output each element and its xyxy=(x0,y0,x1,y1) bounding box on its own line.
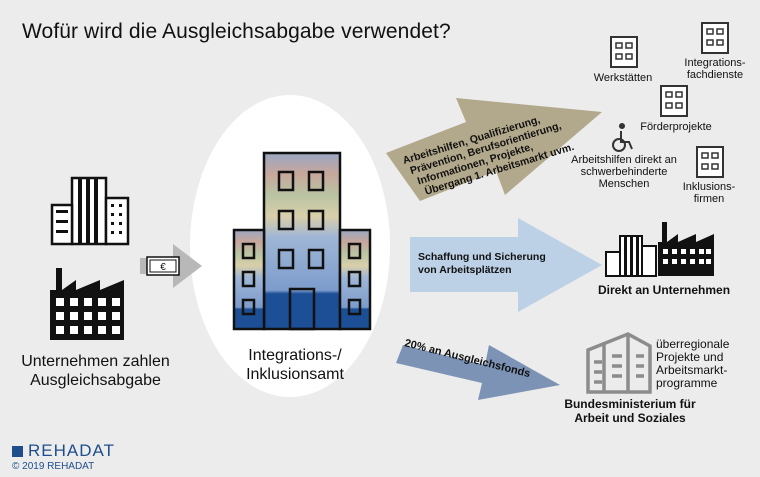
integrationsfachdienste-building-icon xyxy=(701,22,729,54)
arbeitshilfen-label: Arbeitshilfen direkt an schwerbehinderte… xyxy=(568,154,680,190)
arbeitshilfen-line1: Arbeitshilfen direkt an xyxy=(571,154,677,166)
direkt-factory-icon xyxy=(658,222,714,276)
page-title: Wofür wird die Ausgleichsabgabe verwende… xyxy=(22,20,451,43)
inklusionsfirmen-label: Inklusions- firmen xyxy=(674,181,744,205)
arrow-middle xyxy=(410,218,602,312)
programme-line2: Projekte und xyxy=(656,350,724,364)
arbeitshilfen-line2: schwerbehinderte xyxy=(580,166,668,178)
ministerium-line1: Bundesministerium für xyxy=(564,397,696,411)
inklusionsfirmen-line2: firmen xyxy=(693,193,725,205)
programme-label: überregionale Projekte und Arbeitsmarkt-… xyxy=(656,338,729,390)
center-label-line1: Integrations-/ xyxy=(248,347,342,364)
ministerium-building-icon xyxy=(586,332,652,394)
sources-label-line1: Unternehmen zahlen xyxy=(21,353,170,370)
direkt-office-building-icon xyxy=(605,235,657,277)
copyright: © 2019 REHADAT xyxy=(12,461,95,472)
werkstaetten-label: Werkstätten xyxy=(593,72,653,84)
rehadat-logo: REHADAT xyxy=(12,441,115,461)
center-label: Integrations-/ Inklusionsamt xyxy=(220,346,370,384)
euro-banknote-icon: € xyxy=(146,256,180,276)
sources-label-line2: Ausgleichsabgabe xyxy=(30,372,161,389)
programme-line4: programme xyxy=(656,376,718,390)
factory-icon xyxy=(50,268,124,340)
foerderprojekte-label: Förderprojekte xyxy=(640,121,712,133)
arbeitshilfen-line3: Menschen xyxy=(598,178,650,190)
integrationsamt-building-icon xyxy=(232,151,372,331)
svg-text:€: € xyxy=(160,262,166,273)
inklusionsfirmen-building-icon xyxy=(696,146,724,178)
sources-label: Unternehmen zahlen Ausgleichsabgabe xyxy=(8,352,183,390)
rehadat-logo-text: REHADAT xyxy=(28,441,115,460)
inklusionsfirmen-line1: Inklusions- xyxy=(682,181,736,193)
rehadat-logo-mark xyxy=(12,446,23,457)
arrow-top xyxy=(386,98,602,201)
integrationsfachdienste-line2: fachdienste xyxy=(686,69,744,81)
arrow-bottom xyxy=(396,345,560,400)
foerderprojekte-building-icon xyxy=(660,85,688,117)
integrationsfachdienste-line1: Integrations- xyxy=(684,57,746,69)
ministerium-line2: Arbeit und Soziales xyxy=(574,411,686,425)
arrow-middle-text: Schaffung und Sicherung von Arbeitsplätz… xyxy=(418,251,549,276)
programme-line3: Arbeitsmarkt- xyxy=(656,363,728,377)
direkt-label: Direkt an Unternehmen xyxy=(598,283,731,297)
ministerium-label: Bundesministerium für Arbeit und Soziale… xyxy=(560,397,700,425)
werkstaetten-building-icon xyxy=(610,36,638,68)
integrationsfachdienste-label: Integrations- fachdienste xyxy=(680,57,750,81)
wheelchair-icon xyxy=(612,123,633,152)
center-label-line2: Inklusionsamt xyxy=(246,366,344,383)
office-building-icon xyxy=(50,176,130,246)
programme-line1: überregionale xyxy=(656,337,730,351)
